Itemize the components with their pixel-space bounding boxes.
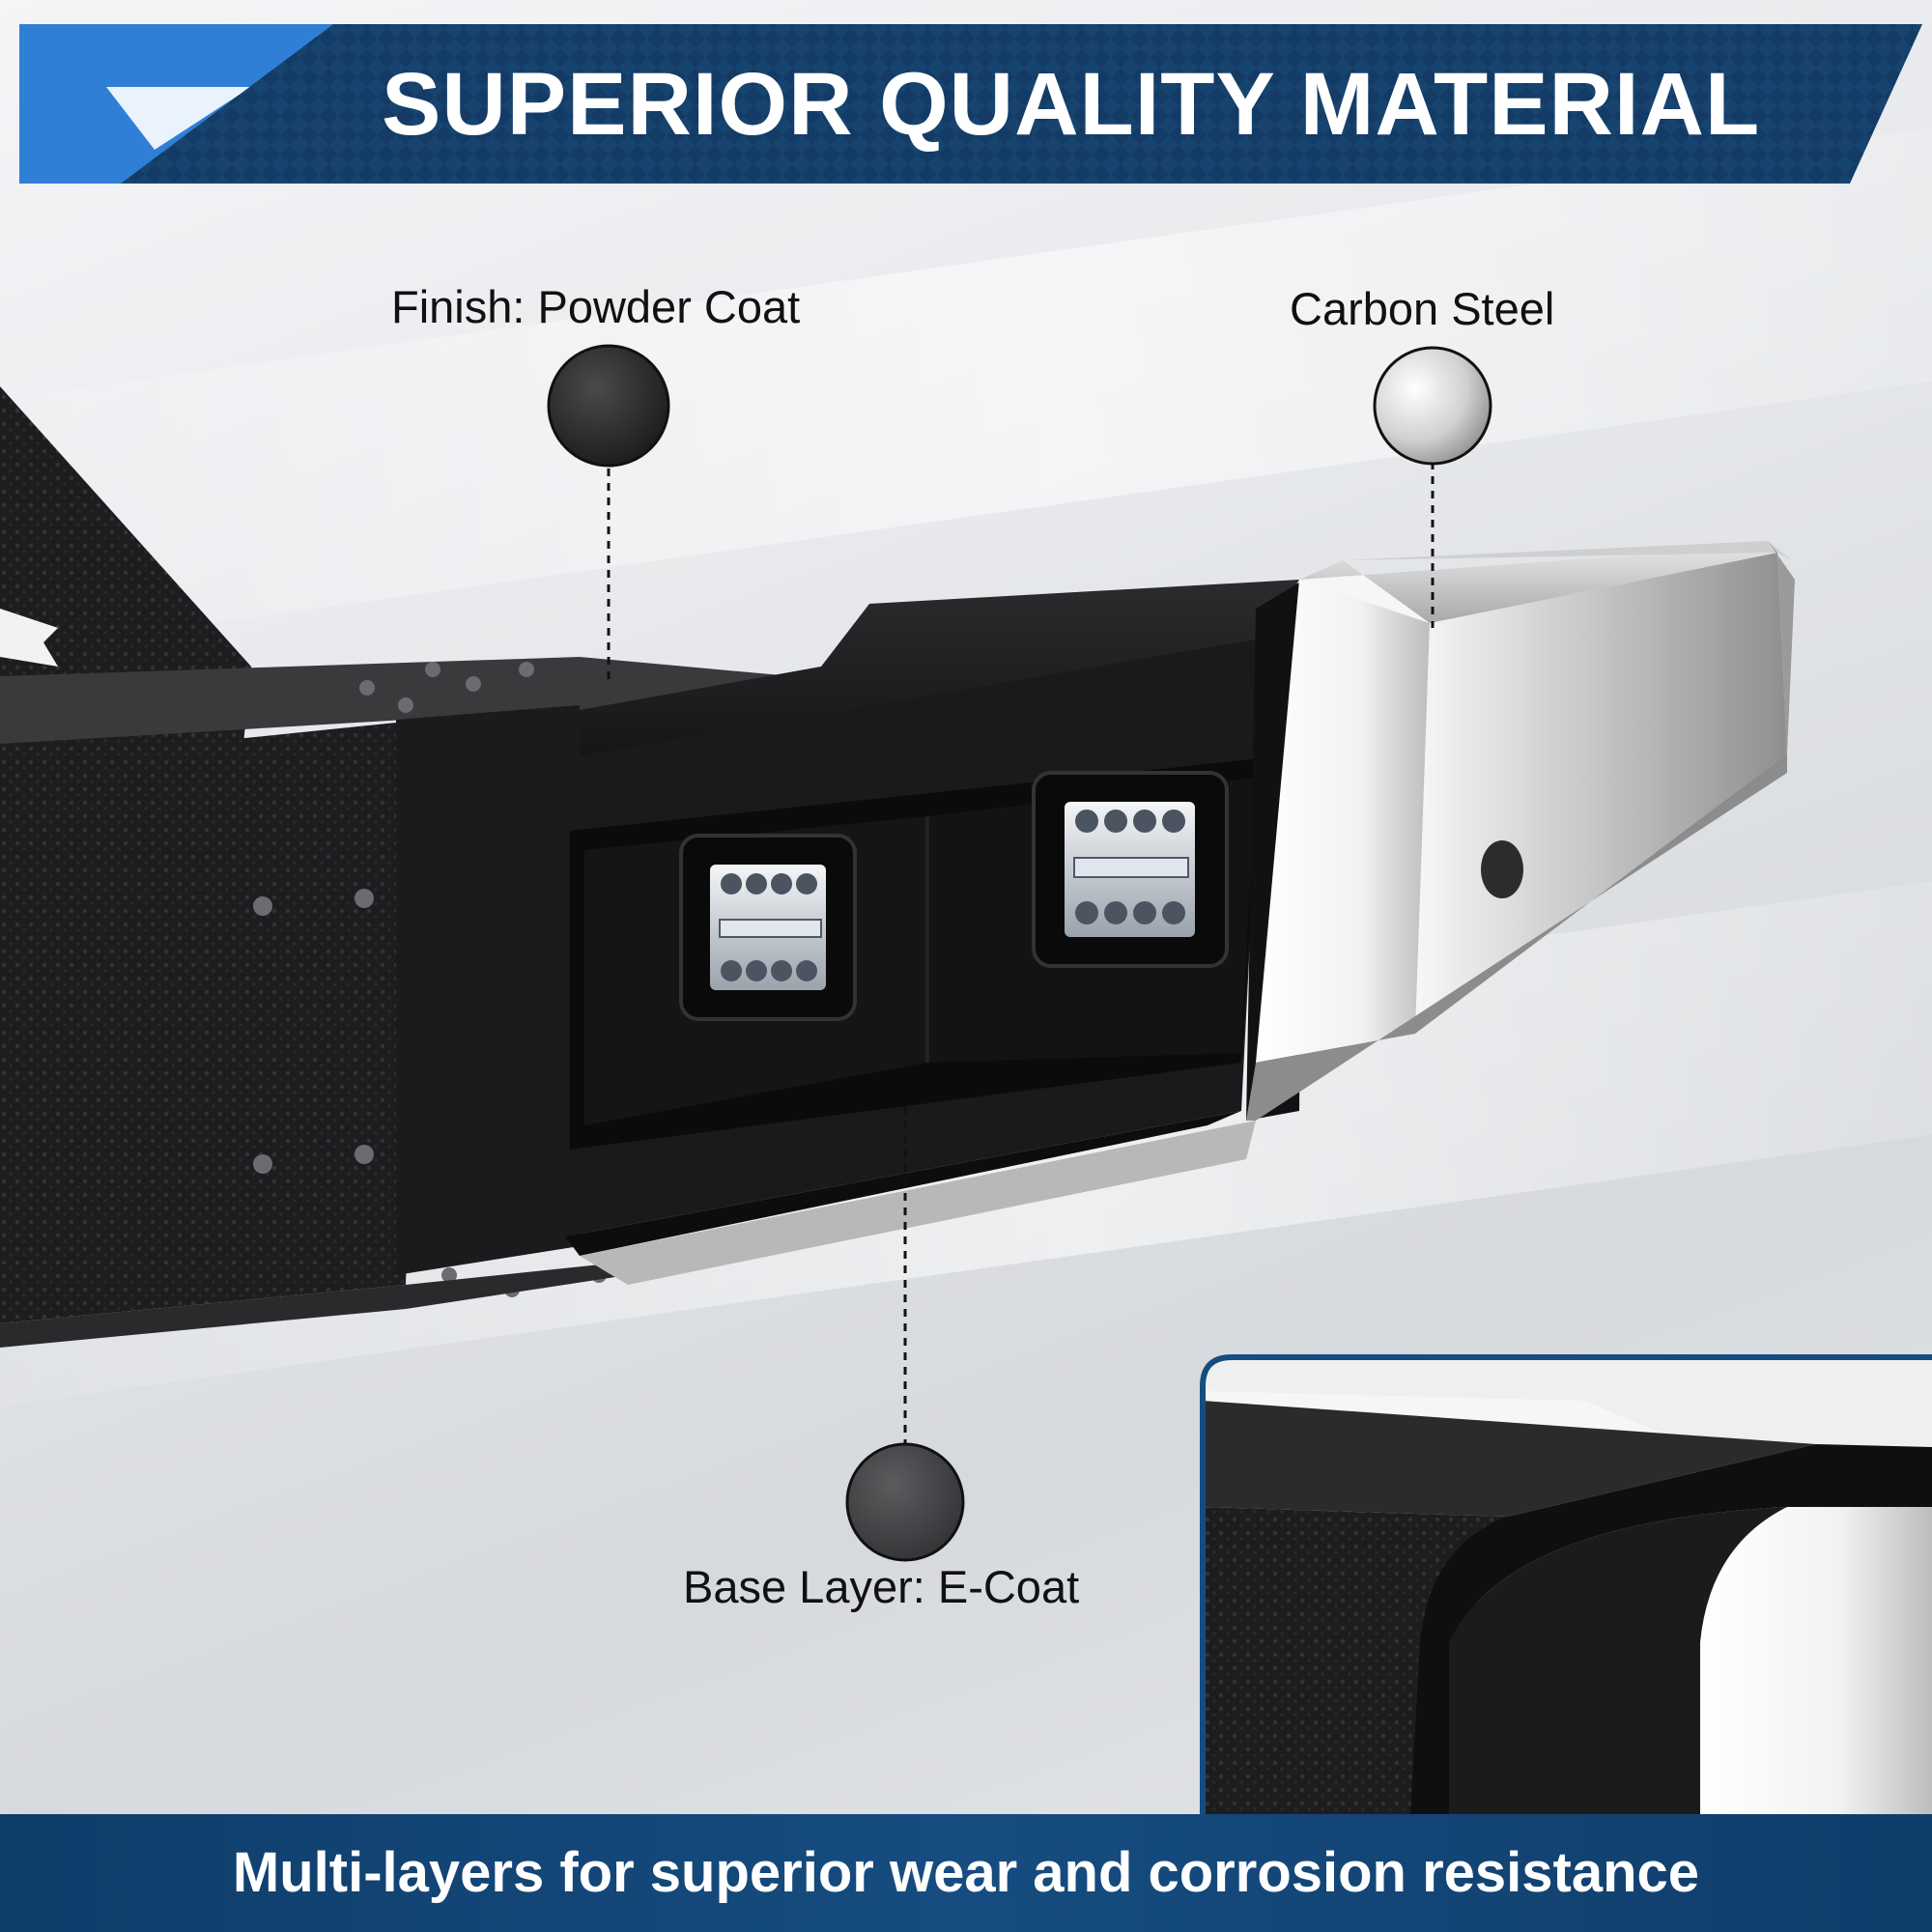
inset-steel: [1700, 1507, 1932, 1814]
powder-coat-swatch: [547, 344, 670, 468]
banner-accent-cut: [106, 87, 251, 150]
e-coat-swatch: [845, 1442, 965, 1562]
banner-body: [121, 24, 1922, 184]
led-light-right: [1032, 771, 1229, 968]
page-title: SUPERIOR QUALITY MATERIAL: [382, 55, 1761, 154]
label-carbon-steel: Carbon Steel: [1290, 283, 1555, 334]
bumper-face-left: [0, 720, 425, 1323]
chrome-band: [1256, 580, 1430, 1063]
bumper-face-plate: [396, 705, 580, 1275]
bumper-underside: [580, 1121, 1256, 1285]
header-banner: [19, 24, 1922, 184]
material-swatches: [547, 344, 1492, 1562]
footer-bar: [0, 1814, 1932, 1932]
inset-top-edge: [1203, 1401, 1816, 1517]
detail-inset: [1200, 1354, 1932, 1814]
light-housing-top: [580, 580, 1299, 763]
inset-border: [1200, 1354, 1932, 1814]
footer-tagline: Multi-layers for superior wear and corro…: [232, 1841, 1700, 1904]
star-cutout: [0, 609, 58, 667]
label-e-coat: Base Layer: E-Coat: [683, 1561, 1080, 1612]
mounting-hole: [1481, 840, 1523, 898]
label-powder-coat: Finish: Powder Coat: [391, 281, 801, 332]
light-housing-edge: [565, 1111, 1241, 1256]
steel-end-top: [1299, 546, 1777, 623]
bumper-illustration: [0, 386, 1795, 1348]
led-light-left: [679, 834, 857, 1021]
bumper-fin: [0, 386, 251, 763]
inset-black-sleeve: [1410, 1444, 1932, 1814]
steel-end-bottom: [1246, 753, 1787, 1121]
carbon-steel-swatch: [1373, 346, 1492, 466]
steel-end-face: [1415, 553, 1787, 1034]
bumper-bottom-lip: [0, 1261, 638, 1348]
callout-leaders: [607, 454, 1435, 1444]
